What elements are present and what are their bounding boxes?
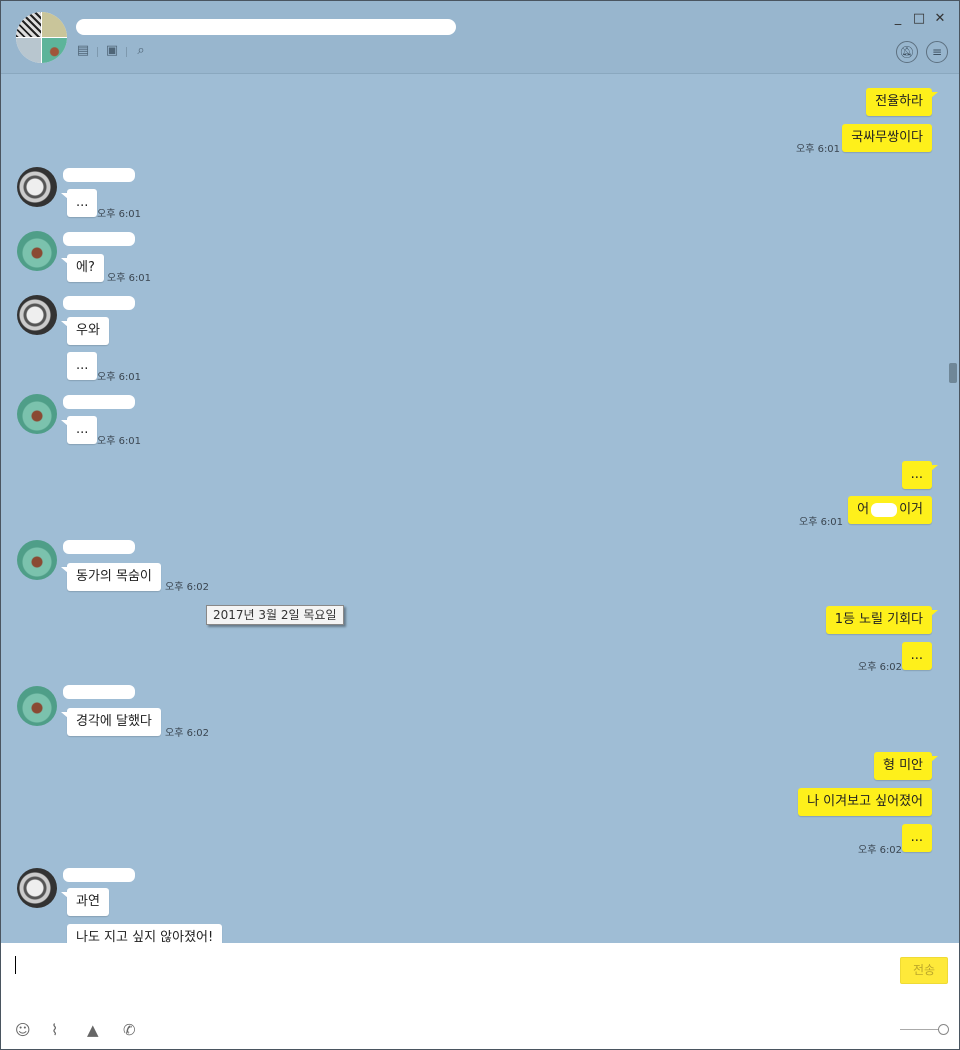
message-time: 오후 6:01 xyxy=(97,436,142,447)
message-time: 오후 6:02 xyxy=(858,662,903,673)
avatar[interactable] xyxy=(17,394,57,434)
search-icon[interactable]: ⌕ xyxy=(137,43,145,58)
send-button[interactable]: 전송 xyxy=(900,957,948,984)
message-time: 오후 6:01 xyxy=(796,144,841,155)
notice-icon[interactable]: ▤ xyxy=(76,43,90,58)
message-time: 오후 6:01 xyxy=(97,372,142,383)
other-message[interactable]: ... xyxy=(60,416,98,444)
message-time: 오후 6:02 xyxy=(165,728,210,739)
call-icon[interactable]: ✆ xyxy=(123,1021,136,1039)
message-time: 오후 6:01 xyxy=(799,517,844,528)
other-message[interactable]: ... xyxy=(67,352,98,380)
transparency-slider-handle[interactable] xyxy=(938,1024,949,1035)
message-time: 오후 6:02 xyxy=(165,582,210,593)
message-text: 이거 xyxy=(899,502,923,517)
date-tooltip: 2017년 3월 2일 목요일 xyxy=(206,605,344,625)
chat-header: ▤ ▣ ⌕ _ □ ✕ 🔕︎ ≡ xyxy=(1,1,959,74)
avatar[interactable] xyxy=(17,868,57,908)
group-avatar[interactable] xyxy=(16,12,67,63)
my-message[interactable]: 어 이거 xyxy=(848,496,932,524)
menu-button[interactable]: ≡ xyxy=(926,41,948,63)
other-message[interactable]: 과연 xyxy=(61,888,109,916)
avatar[interactable] xyxy=(17,167,57,207)
other-message[interactable]: 동가의 목숨이 xyxy=(61,563,161,591)
avatar[interactable] xyxy=(17,540,57,580)
other-message[interactable]: 경각에 달했다 xyxy=(61,708,161,736)
redacted-text xyxy=(871,502,898,517)
my-message[interactable]: ... xyxy=(901,461,939,489)
avatar[interactable] xyxy=(17,295,57,335)
message-text: 어 xyxy=(857,502,870,517)
my-message[interactable]: 전율하라 xyxy=(866,88,938,116)
sender-name-redacted xyxy=(63,296,135,310)
close-button[interactable]: ✕ xyxy=(934,11,946,26)
message-time: 오후 6:01 xyxy=(97,209,142,220)
sender-name-redacted xyxy=(63,685,135,699)
other-message[interactable]: 우와 xyxy=(61,317,109,345)
sender-name-redacted xyxy=(63,232,135,246)
text-caret xyxy=(15,956,16,974)
maximize-button[interactable]: □ xyxy=(912,11,926,26)
sender-name-redacted xyxy=(63,168,135,182)
avatar[interactable] xyxy=(17,686,57,726)
my-message[interactable]: 형 미안 xyxy=(873,752,939,780)
minimize-button[interactable]: _ xyxy=(894,11,902,26)
inbox-icon[interactable]: ▣ xyxy=(105,43,119,58)
my-message[interactable]: 국싸무쌍이다 xyxy=(842,124,932,152)
scrollbar-thumb[interactable] xyxy=(949,363,957,383)
my-message[interactable]: ... xyxy=(901,824,932,852)
other-message[interactable]: 에? xyxy=(61,254,104,282)
mute-bell-icon[interactable]: 🔕︎ xyxy=(896,41,918,63)
sender-name-redacted xyxy=(63,540,135,554)
image-icon[interactable]: ▲ xyxy=(87,1021,99,1039)
message-time: 오후 6:02 xyxy=(858,845,903,856)
message-time: 오후 6:01 xyxy=(107,273,152,284)
chat-title-redacted xyxy=(76,19,456,35)
avatar[interactable] xyxy=(17,231,57,271)
sender-name-redacted xyxy=(63,395,135,409)
my-message[interactable]: 나 이겨보고 싶어졌어 xyxy=(798,788,932,816)
transparency-slider-track[interactable] xyxy=(900,1029,940,1030)
divider xyxy=(126,47,127,57)
sender-name-redacted xyxy=(63,868,135,882)
divider xyxy=(97,47,98,57)
attach-file-icon[interactable]: ⌇ xyxy=(51,1021,59,1039)
my-message[interactable]: 1등 노릴 기회다 xyxy=(825,606,939,634)
my-message[interactable]: ... xyxy=(901,642,932,670)
message-input-area[interactable]: 전송 ☺ ⌇ ▲ ✆ xyxy=(1,943,959,1049)
other-message[interactable]: ... xyxy=(60,189,98,217)
emoticon-icon[interactable]: ☺ xyxy=(15,1021,31,1039)
